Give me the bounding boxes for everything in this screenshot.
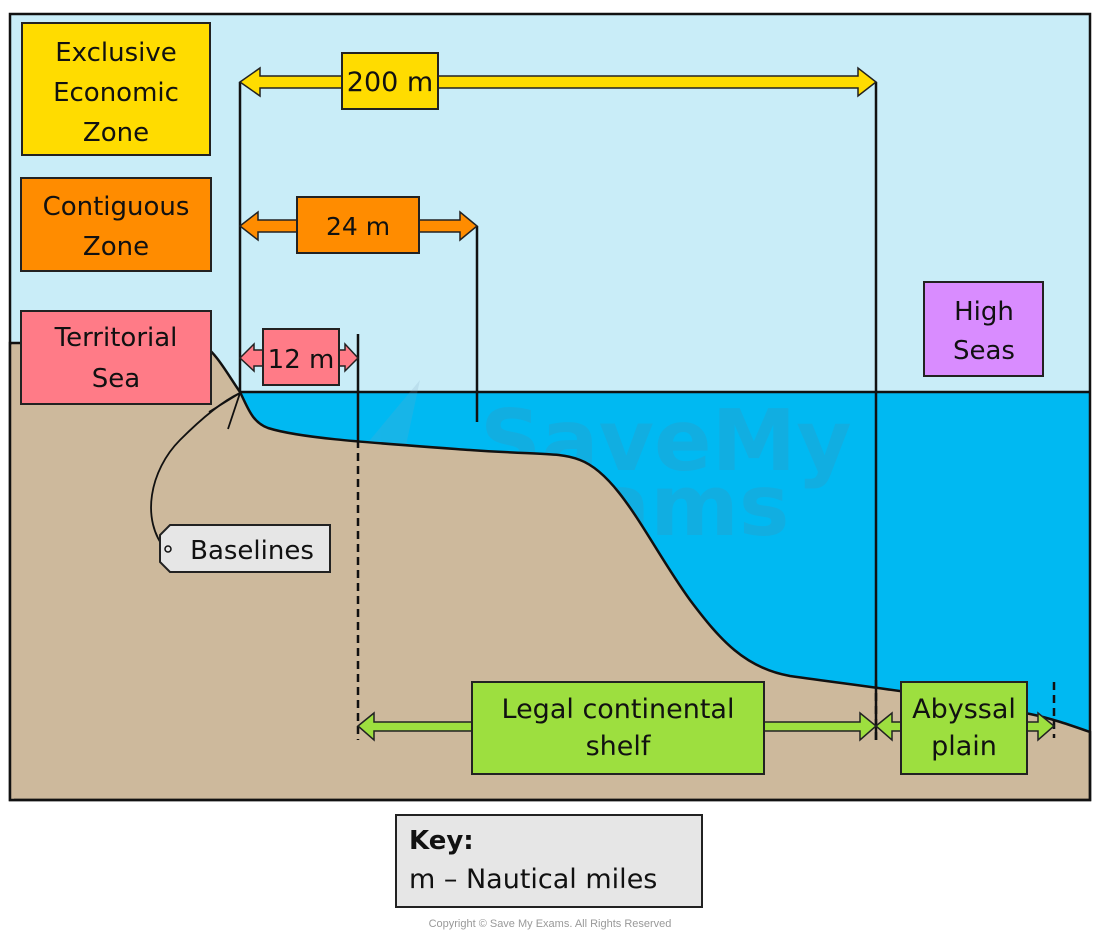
copyright-notice: Copyright © Save My Exams. All Rights Re… — [428, 918, 672, 930]
abyssal-label-line2: plain — [931, 731, 997, 762]
key-legend: Key: m – Nautical miles — [395, 814, 703, 908]
shelf-label-box — [471, 681, 765, 775]
eez-label: Exclusive Economic Zone — [21, 22, 211, 156]
contiguous-label-line2: Zone — [83, 232, 149, 262]
contiguous-label-line1: Contiguous — [43, 192, 190, 222]
abyssal-arrow: Abyssal plain — [874, 681, 1056, 775]
shelf-label-line1: Legal continental — [502, 694, 735, 725]
eez-label-line1: Exclusive — [55, 38, 177, 68]
diagram-frame — [8, 12, 1092, 802]
contiguous-label: Contiguous Zone — [20, 177, 212, 272]
key-title: Key: — [409, 826, 474, 856]
abyssal-label-box — [900, 681, 1028, 775]
abyssal-label-line1: Abyssal — [912, 694, 1016, 725]
high-seas-label-line2: Seas — [953, 336, 1015, 366]
shelf-arrow: Legal continental shelf — [356, 681, 878, 775]
eez-label-line3: Zone — [83, 118, 149, 148]
territorial-label: Territorial Sea — [20, 310, 212, 405]
eez-distance-label: 200 m — [347, 67, 433, 98]
high-seas-label: High Seas — [923, 281, 1044, 377]
tag-hole-icon — [164, 545, 172, 553]
contiguous-distance-label: 24 m — [326, 212, 390, 241]
contiguous-distance-arrow: 24 m — [238, 196, 479, 254]
baselines-tag: Baselines — [159, 524, 331, 573]
territorial-distance-arrow: 12 m — [238, 328, 360, 386]
territorial-label-line2: Sea — [92, 364, 140, 394]
key-text: m – Nautical miles — [409, 864, 658, 895]
eez-distance-arrow: 200 m — [238, 52, 878, 110]
eez-label-line2: Economic — [53, 78, 179, 108]
territorial-label-line1: Territorial — [54, 323, 178, 353]
high-seas-label-line1: High — [954, 297, 1014, 327]
territorial-distance-label: 12 m — [268, 345, 335, 375]
baselines-arrowhead — [208, 390, 242, 430]
shelf-label-line2: shelf — [586, 731, 652, 762]
baselines-label: Baselines — [190, 536, 314, 566]
